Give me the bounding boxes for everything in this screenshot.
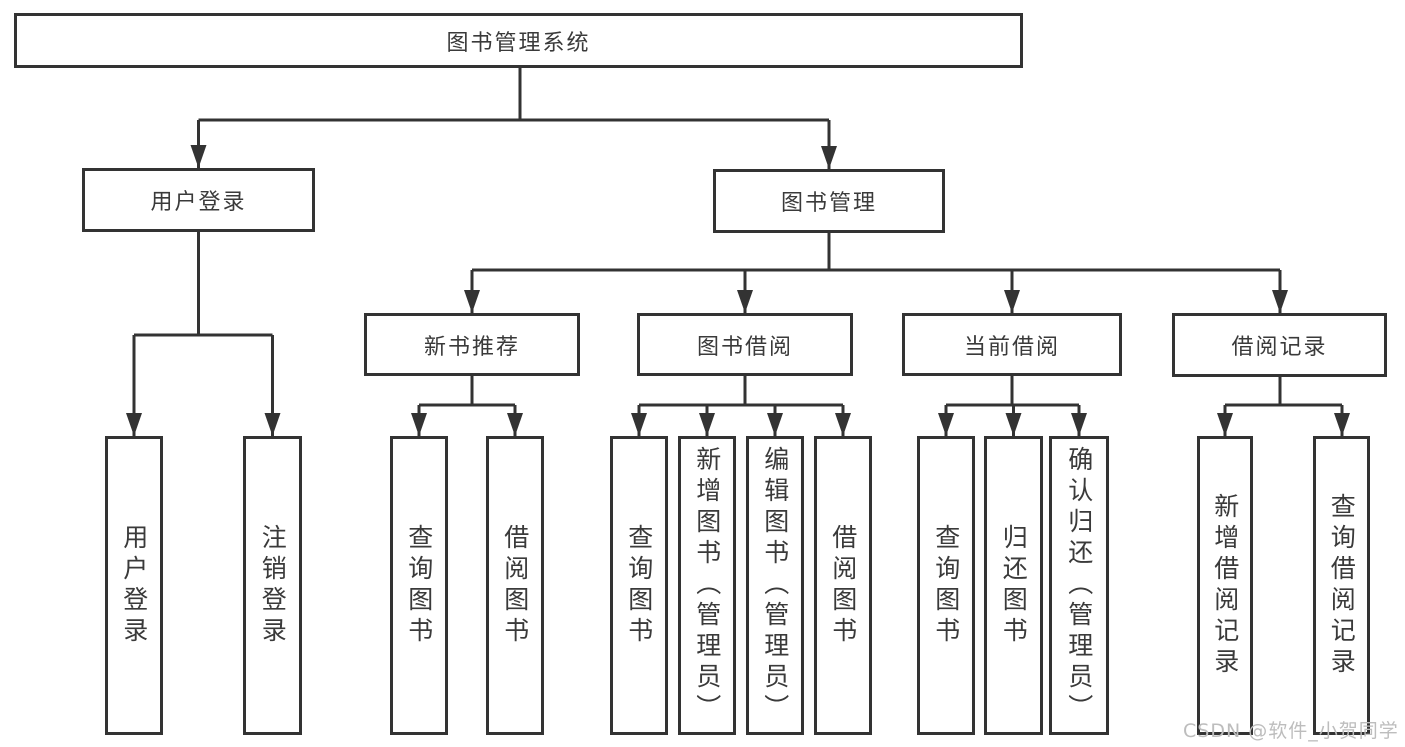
node-root: 图书管理系统 — [14, 13, 1023, 68]
connector-book-mgmt-to-level3 — [470, 233, 1282, 313]
arrowhead — [1005, 413, 1022, 436]
node-user-login: 用户登录 — [82, 168, 315, 232]
leaf-rec-borrow: 借阅图书 — [486, 436, 544, 735]
leaf-label: 新增借阅记录 — [1210, 492, 1240, 679]
node-book-mgmt: 图书管理 — [713, 169, 945, 233]
leaf-label: 查询图书 — [931, 523, 961, 648]
leaf-borrow-borrow: 借阅图书 — [814, 436, 872, 735]
leaf-label: 用户登录 — [119, 523, 149, 648]
arrowhead — [1334, 413, 1350, 436]
arrowhead — [699, 413, 715, 436]
connector-borrow-records-children — [1223, 376, 1344, 436]
arrowhead — [411, 413, 427, 436]
leaf-label: 归还图书 — [999, 523, 1029, 648]
arrowhead — [126, 413, 142, 436]
arrowhead — [1071, 413, 1087, 436]
arrowhead — [938, 413, 954, 436]
leaf-borrow-edit: 编辑图书（管理员） — [746, 436, 804, 735]
node-current-borrow: 当前借阅 — [902, 313, 1122, 376]
leaf-label: 查询图书 — [624, 523, 654, 648]
arrowhead — [631, 413, 647, 436]
leaf-borrow-add: 新增图书（管理员） — [678, 436, 736, 735]
leaf-borrow-query: 查询图书 — [610, 436, 668, 735]
leaf-current-confirm: 确认归还（管理员） — [1049, 436, 1109, 735]
arrowhead — [767, 413, 783, 436]
arrowhead — [737, 290, 753, 313]
leaf-label: 注销登录 — [258, 523, 288, 648]
leaf-records-add: 新增借阅记录 — [1197, 436, 1253, 735]
arrowhead — [1272, 290, 1288, 313]
node-new-book-rec: 新书推荐 — [364, 313, 580, 376]
connector-user-login-children — [132, 232, 274, 436]
arrowheads — [126, 145, 1350, 436]
leaf-records-query: 查询借阅记录 — [1313, 436, 1370, 735]
arrowhead — [835, 413, 851, 436]
leaf-login: 用户登录 — [105, 436, 163, 735]
connector-new-book-rec-children — [417, 376, 517, 436]
arrowhead — [821, 146, 837, 169]
leaf-label: 查询借阅记录 — [1327, 492, 1357, 679]
node-book-borrow: 图书借阅 — [637, 313, 853, 376]
node-borrow-records: 借阅记录 — [1172, 313, 1387, 377]
leaf-label: 借阅图书 — [828, 523, 858, 648]
connector-root-to-level2 — [197, 68, 831, 169]
leaf-rec-query: 查询图书 — [390, 436, 448, 735]
leaf-label: 编辑图书（管理员） — [760, 446, 790, 725]
connector-book-borrow-children — [637, 376, 845, 436]
arrowhead — [507, 413, 523, 436]
arrowhead — [190, 145, 207, 168]
leaf-label: 借阅图书 — [500, 523, 530, 648]
arrowhead — [1004, 290, 1020, 313]
leaf-logout: 注销登录 — [243, 436, 302, 735]
csdn-watermark: CSDN @软件_小贺同学 — [1183, 720, 1399, 742]
leaf-label: 查询图书 — [404, 523, 434, 648]
leaf-label: 确认归还（管理员） — [1064, 446, 1094, 725]
arrowhead — [1217, 413, 1233, 436]
arrowhead — [264, 413, 281, 436]
leaf-current-query: 查询图书 — [917, 436, 975, 735]
leaf-current-return: 归还图书 — [984, 436, 1043, 735]
leaf-label: 新增图书（管理员） — [692, 446, 722, 725]
arrowhead — [464, 290, 480, 313]
